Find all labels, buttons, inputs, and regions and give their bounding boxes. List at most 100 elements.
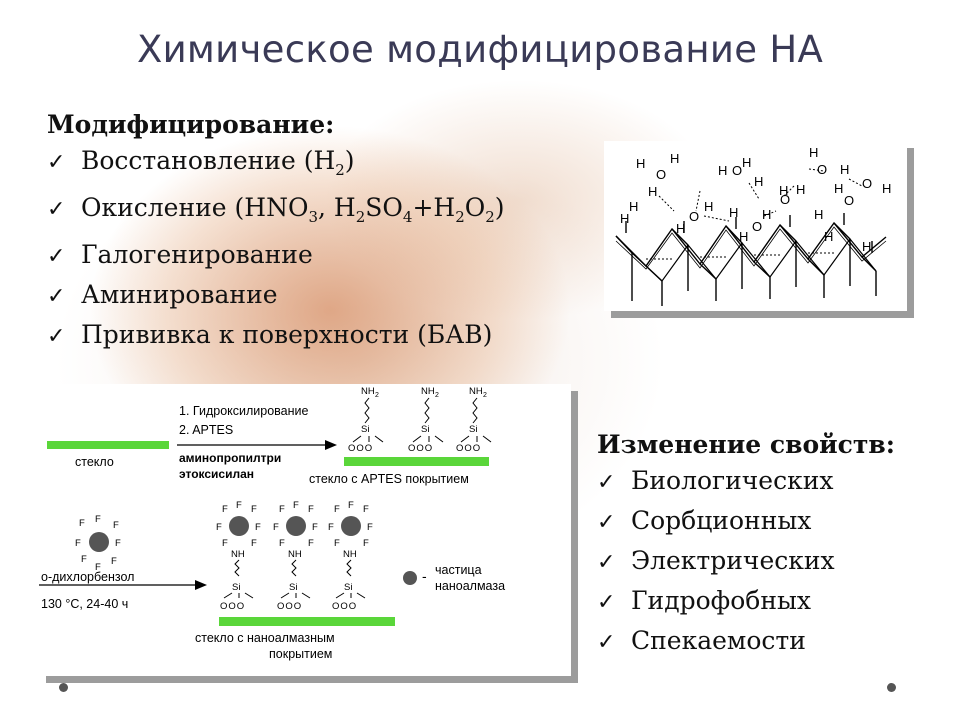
check-icon: ✓: [597, 470, 616, 495]
svg-text:OOO: OOO: [332, 601, 357, 612]
svg-text:F: F: [367, 522, 373, 533]
list-item: ✓Спекаемости: [597, 622, 895, 662]
svg-text:F: F: [279, 538, 285, 549]
svg-text:2: 2: [375, 392, 379, 399]
atom-h: H: [629, 199, 638, 214]
svg-text:F: F: [273, 522, 279, 533]
svg-text:F: F: [222, 504, 228, 515]
modification-heading: Модифицирование:: [47, 110, 335, 139]
svg-text:NH: NH: [469, 386, 483, 397]
atom-h: H: [796, 182, 805, 197]
glass-strip: [344, 457, 489, 466]
svg-text:F: F: [95, 562, 101, 573]
svg-text:Si: Si: [232, 582, 240, 593]
hydroxylated-surface-figure: H O H H H O H H H O H O H H H O O H H O …: [604, 141, 907, 311]
check-icon: ✓: [47, 150, 66, 175]
check-icon: ✓: [597, 550, 616, 575]
properties-block: Изменение свойств: ✓Биологических ✓Сорбц…: [597, 428, 895, 662]
svg-text:Si: Si: [344, 582, 352, 593]
atom-h: H: [620, 211, 629, 226]
svg-text:NH: NH: [343, 549, 357, 560]
check-icon: ✓: [47, 284, 66, 309]
svg-text:F: F: [111, 556, 117, 567]
svg-text:OOO: OOO: [408, 443, 433, 454]
svg-text:F: F: [334, 538, 340, 549]
check-icon: ✓: [597, 590, 616, 615]
svg-text:NH: NH: [361, 386, 375, 397]
svg-text:F: F: [79, 518, 85, 529]
atom-h: H: [742, 155, 751, 170]
atom-h: H: [840, 162, 849, 177]
atom-h: H: [636, 156, 645, 171]
atom-h: H: [862, 239, 871, 254]
svg-text:F: F: [363, 504, 369, 515]
atom-o: O: [817, 162, 827, 177]
svg-text:OOO: OOO: [456, 443, 481, 454]
svg-text:F: F: [334, 504, 340, 515]
properties-heading: Изменение свойств:: [597, 430, 895, 459]
svg-text:F: F: [95, 514, 101, 525]
list-item: ✓Восстановление (H2): [47, 142, 505, 189]
check-icon: ✓: [597, 510, 616, 535]
step2-label: 2. APTES: [179, 423, 233, 437]
svg-text:Si: Si: [469, 424, 477, 435]
properties-list: ✓Биологических ✓Сорбционных ✓Электрическ…: [597, 462, 895, 662]
list-item: ✓Биологических: [597, 462, 895, 502]
solvent-label: о-дихлорбензол: [41, 570, 134, 584]
list-item: ✓Сорбционных: [597, 502, 895, 542]
surface-molecule-diagram: H O H H H O H H H O H O H H H O O H H O …: [615, 145, 891, 306]
svg-text:F: F: [255, 522, 261, 533]
atom-h: H: [882, 181, 891, 196]
atom-h: H: [814, 207, 823, 222]
check-icon: ✓: [47, 244, 66, 269]
atom-h: H: [704, 199, 713, 214]
list-item: ✓Аминирование: [47, 276, 505, 316]
svg-text:2: 2: [435, 392, 439, 399]
svg-text:F: F: [312, 522, 318, 533]
glass-label: стекло: [75, 455, 114, 469]
atom-h: H: [718, 163, 727, 178]
atom-h: H: [648, 184, 657, 199]
atom-h: H: [739, 229, 748, 244]
svg-text:F: F: [216, 522, 222, 533]
atom-h: H: [834, 181, 843, 196]
svg-text:F: F: [308, 504, 314, 515]
svg-text:OOO: OOO: [348, 443, 373, 454]
atom-o: O: [752, 219, 762, 234]
atom-h: H: [729, 205, 738, 220]
svg-text:Si: Si: [361, 424, 369, 435]
svg-text:F: F: [81, 554, 87, 565]
check-icon: ✓: [47, 324, 66, 349]
atom-o: O: [689, 209, 699, 224]
atom-h: H: [676, 221, 685, 236]
glass-strip: [219, 617, 395, 626]
atom-o: O: [732, 163, 742, 178]
svg-text:OOO: OOO: [220, 601, 245, 612]
svg-text:F: F: [348, 500, 354, 511]
svg-text:NH: NH: [288, 549, 302, 560]
atom-h: H: [809, 145, 818, 160]
legend-label-1: частица: [435, 563, 482, 577]
check-icon: ✓: [47, 197, 66, 222]
step1-label: 1. Гидроксилирование: [179, 404, 309, 418]
atom-h: H: [670, 151, 679, 166]
atom-o: O: [656, 167, 666, 182]
atom-o: O: [862, 176, 872, 191]
glass-aptes-label: стекло с APTES покрытием: [309, 472, 469, 486]
check-icon: ✓: [597, 630, 616, 655]
list-item: ✓Галогенирование: [47, 236, 505, 276]
svg-text:F: F: [113, 520, 119, 531]
svg-text:F: F: [115, 538, 121, 549]
svg-text:F: F: [363, 538, 369, 549]
svg-text:NH: NH: [421, 386, 435, 397]
slide-title: Химическое модифицирование НА: [136, 28, 824, 71]
svg-text:F: F: [279, 504, 285, 515]
list-item: ✓Гидрофобных: [597, 582, 895, 622]
bullet-dot: [887, 683, 896, 692]
svg-text:F: F: [308, 538, 314, 549]
